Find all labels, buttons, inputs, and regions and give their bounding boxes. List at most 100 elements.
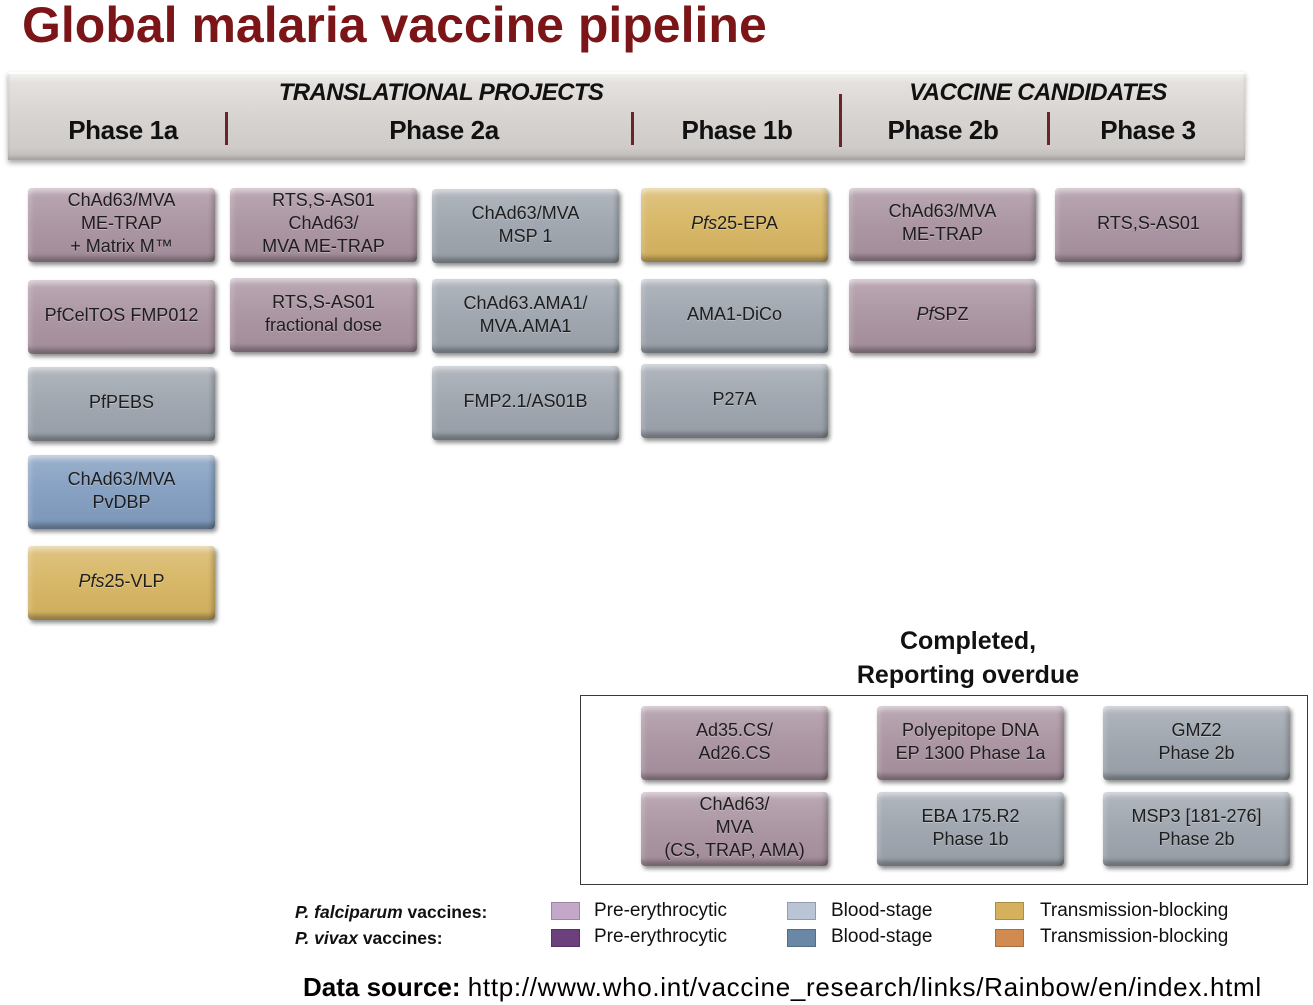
- box-line: ChAd63/MVA: [471, 202, 580, 223]
- phase-divider: [631, 112, 634, 145]
- box-line: Phase 1b: [932, 828, 1009, 849]
- legend-swatch-pv-transmission-blocking: [995, 929, 1024, 947]
- legend-label-pv-transmission-blocking: Transmission-blocking: [1040, 926, 1229, 947]
- box-line-text: SPZ: [933, 304, 969, 324]
- box-line: FMP2.1/AS01B: [463, 391, 588, 411]
- box-line: RTS,S-AS01: [1097, 213, 1200, 233]
- header-group-translational-projects: TRANSLATIONAL PROJECTS: [278, 79, 604, 106]
- header-band: [8, 72, 1245, 160]
- vaccine-box-rtss-as01: RTS,S-AS01: [1055, 188, 1242, 262]
- box-line: ChAd63/: [699, 794, 770, 814]
- box-line: ChAd63.AMA1/: [463, 292, 588, 313]
- box-line: PfPEBS: [88, 392, 155, 412]
- box-line: Polyepitope DNA: [901, 719, 1040, 740]
- box-line: MSP 1: [498, 225, 553, 246]
- box-line: MVA: [715, 817, 754, 837]
- vaccine-box-chad63-mva-msp1: ChAd63/MVA MSP 1: [432, 189, 619, 263]
- vaccine-box-chad63-mva-me-trap-matrix-m: ChAd63/MVA ME-TRAP + Matrix M™: [28, 188, 215, 262]
- box-line: Ad26.CS: [698, 742, 771, 763]
- box-line: (CS, TRAP, AMA): [664, 840, 805, 860]
- vaccine-box-pfpebs: PfPEBS: [28, 367, 215, 441]
- legend-species-suffix: vaccines:: [407, 902, 488, 922]
- box-line: ChAd63/MVA: [67, 190, 176, 210]
- box-line: P27A: [712, 389, 757, 409]
- completed-box-gmz2: GMZ2 Phase 2b: [1103, 706, 1290, 780]
- completed-box-msp3: MSP3 [181-276] Phase 2b: [1103, 792, 1290, 866]
- box-line: fractional dose: [264, 314, 383, 335]
- vaccine-box-fmp2-1-as01b: FMP2.1/AS01B: [432, 366, 619, 440]
- vaccine-box-chad63-ama1-mva-ama1: ChAd63.AMA1/ MVA.AMA1: [432, 279, 619, 353]
- box-line-italic: Pfs: [691, 213, 718, 233]
- box-line: ChAd63/: [288, 213, 359, 233]
- box-line: GMZ2: [1171, 719, 1222, 740]
- box-line: RTS,S-AS01: [272, 291, 375, 312]
- vaccine-box-chad63-mva-me-trap: ChAd63/MVA ME-TRAP: [849, 188, 1036, 261]
- box-line: EP 1300 Phase 1a: [895, 742, 1046, 763]
- box-line: Ad35.CS/: [695, 719, 774, 740]
- header-group-vaccine-candidates: VACCINE CANDIDATES: [909, 79, 1167, 106]
- vaccine-box-pfs25-epa: Pfs25-EPA: [641, 188, 828, 262]
- phase-label-1a: Phase 1a: [68, 115, 178, 145]
- legend-species-name: P. vivax: [295, 928, 358, 948]
- box-line: PfSPZ: [916, 303, 968, 326]
- data-source: Data source: http://www.who.int/vaccine_…: [303, 974, 1262, 1000]
- completed-box-chad63-mva-cs-trap-ama: ChAd63/ MVA (CS, TRAP, AMA): [641, 792, 828, 866]
- box-line: ChAd63/MVA: [67, 468, 176, 489]
- vaccine-box-rtss-as01-chad63-mva-me-trap: RTS,S-AS01 ChAd63/ MVA ME-TRAP: [230, 188, 417, 262]
- group-divider: [839, 94, 842, 147]
- box-line: AMA1-DiCo: [686, 304, 783, 324]
- completed-heading-line: Completed,: [899, 627, 1037, 655]
- legend-label-pv-blood-stage: Blood-stage: [831, 926, 933, 947]
- legend-row-label-falciparum: P. falciparum vaccines:: [295, 902, 487, 922]
- box-line-italic: Pf: [916, 304, 934, 324]
- legend-label-pf-transmission-blocking: Transmission-blocking: [1040, 900, 1229, 921]
- phase-label-3: Phase 3: [1100, 115, 1196, 145]
- page-title: Global malaria vaccine pipeline: [22, 0, 767, 53]
- completed-box-ad35-cs-ad26-cs: Ad35.CS/ Ad26.CS: [641, 706, 828, 780]
- completed-heading: Completed, Reporting overdue: [818, 624, 1118, 692]
- box-line: ME-TRAP: [902, 224, 983, 244]
- box-line-text: 25-VLP: [104, 571, 165, 591]
- phase-label-1b: Phase 1b: [681, 115, 793, 145]
- box-line: ME-TRAP: [81, 213, 162, 233]
- legend-swatch-pf-pre-erythrocytic: [551, 902, 580, 920]
- legend-row-label-vivax: P. vivax vaccines:: [295, 928, 443, 948]
- phase-divider: [1047, 112, 1050, 145]
- vaccine-box-ama1-dico: AMA1-DiCo: [641, 279, 828, 353]
- box-line-italic: Pfs: [78, 571, 105, 591]
- legend-label-pf-pre-erythrocytic: Pre-erythrocytic: [594, 900, 728, 921]
- box-line: Phase 2b: [1158, 742, 1235, 763]
- completed-box-polyepitope-dna: Polyepitope DNA EP 1300 Phase 1a: [877, 706, 1064, 780]
- legend-label-pf-blood-stage: Blood-stage: [831, 900, 933, 921]
- vaccine-box-pfspz: PfSPZ: [849, 279, 1036, 353]
- completed-frame: [580, 695, 1308, 885]
- vaccine-box-pfceltos-fmp012: PfCelTOS FMP012: [28, 280, 215, 354]
- phase-label-2a: Phase 2a: [389, 115, 499, 145]
- legend-swatch-pf-blood-stage: [787, 902, 816, 920]
- vaccine-box-pfs25-vlp: Pfs25-VLP: [28, 546, 215, 620]
- legend-label-pv-pre-erythrocytic: Pre-erythrocytic: [594, 926, 728, 947]
- data-source-label: Data source:: [303, 972, 461, 1002]
- legend-swatch-pv-pre-erythrocytic: [551, 929, 580, 947]
- vaccine-box-chad63-mva-pvdbp: ChAd63/MVA PvDBP: [28, 455, 215, 529]
- box-line: Pfs25-EPA: [691, 212, 778, 235]
- legend-species-suffix: vaccines:: [362, 928, 443, 948]
- completed-box-eba-175-r2: EBA 175.R2 Phase 1b: [877, 792, 1064, 866]
- vaccine-box-p27a: P27A: [641, 364, 828, 438]
- box-line: MSP3 [181-276]: [1131, 805, 1262, 826]
- legend-swatch-pf-transmission-blocking: [995, 902, 1024, 920]
- phase-divider: [225, 112, 228, 145]
- box-line: RTS,S-AS01: [272, 190, 375, 210]
- box-line: ChAd63/MVA: [888, 201, 997, 221]
- legend-species-name: P. falciparum: [295, 902, 403, 922]
- completed-heading-line: Reporting overdue: [856, 661, 1080, 689]
- box-line-text: 25-EPA: [717, 213, 778, 233]
- box-line: EBA 175.R2: [921, 805, 1020, 826]
- data-source-url[interactable]: http://www.who.int/vaccine_research/link…: [467, 972, 1262, 1002]
- box-line: PvDBP: [92, 491, 151, 512]
- legend-swatch-pv-blood-stage: [787, 929, 816, 947]
- vaccine-box-rtss-as01-fractional-dose: RTS,S-AS01 fractional dose: [230, 278, 417, 352]
- box-line: + Matrix M™: [70, 236, 173, 256]
- box-line: Pfs25-VLP: [78, 570, 164, 593]
- box-line: PfCelTOS FMP012: [44, 305, 199, 325]
